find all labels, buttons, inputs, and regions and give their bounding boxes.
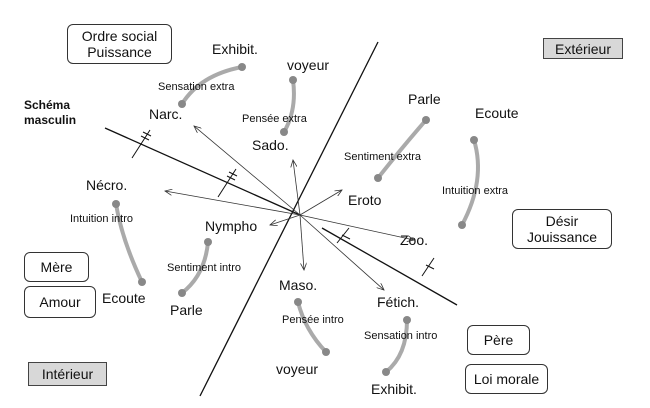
- box-text: Ordre social: [81, 28, 158, 44]
- axis-masculin-upper: [104, 127, 301, 216]
- label-fetich: Fétich.: [377, 294, 420, 310]
- label-narc: Narc.: [149, 106, 183, 122]
- box-exterieur: Extérieur: [543, 38, 623, 59]
- box-text: Jouissance: [526, 229, 598, 245]
- box-ordre-social: Ordre social Puissance: [67, 24, 172, 64]
- label-maso: Maso.: [279, 277, 318, 293]
- label-intuition-intro: Intuition intro: [70, 213, 133, 225]
- axis-masculin-lower: [321, 227, 458, 306]
- label-zoo: Zoo.: [400, 232, 429, 248]
- label-parle-right: Parle: [408, 91, 441, 107]
- arrows: [165, 126, 414, 290]
- label-pensee-extra: Pensée extra: [242, 113, 307, 125]
- label-sado: Sado.: [252, 137, 289, 153]
- box-pere: Père: [467, 325, 530, 355]
- hash-marks: [131, 129, 435, 277]
- label-exhibit-top: Exhibit.: [212, 41, 258, 57]
- box-text: Puissance: [87, 44, 152, 60]
- label-intuition-extra: Intuition extra: [442, 185, 509, 197]
- label-necro: Nécro.: [86, 177, 128, 193]
- label-pensee-intro: Pensée intro: [282, 314, 344, 326]
- box-amour: Amour: [24, 286, 96, 318]
- label-voyeur-bottom: voyeur: [276, 361, 319, 377]
- box-text: Désir: [545, 213, 579, 229]
- label-parle-left: Parle: [170, 302, 203, 318]
- function-curves: [114, 65, 480, 374]
- box-desir-jouissance: Désir Jouissance: [512, 209, 612, 249]
- label-nympho: Nympho: [205, 218, 258, 234]
- schema-title: Schéma masculin: [24, 98, 76, 128]
- label-eroto: Eroto: [348, 192, 382, 208]
- label-voyeur-top: voyeur: [287, 57, 330, 73]
- label-sentiment-extra: Sentiment extra: [344, 151, 422, 163]
- function-dots: [112, 63, 478, 376]
- schema-line: Schéma: [24, 98, 71, 112]
- label-sensation-intro: Sensation intro: [364, 330, 438, 342]
- label-ecoute-left: Ecoute: [102, 290, 146, 306]
- label-exhibit-bottom: Exhibit.: [371, 381, 417, 397]
- label-sentiment-intro: Sentiment intro: [167, 262, 241, 274]
- box-interieur: Intérieur: [28, 362, 107, 386]
- label-ecoute-right: Ecoute: [475, 105, 519, 121]
- box-mere: Mère: [24, 252, 89, 282]
- schema-line: masculin: [24, 113, 77, 127]
- box-loi-morale: Loi morale: [465, 364, 548, 394]
- label-sensation-extra: Sensation extra: [158, 81, 235, 93]
